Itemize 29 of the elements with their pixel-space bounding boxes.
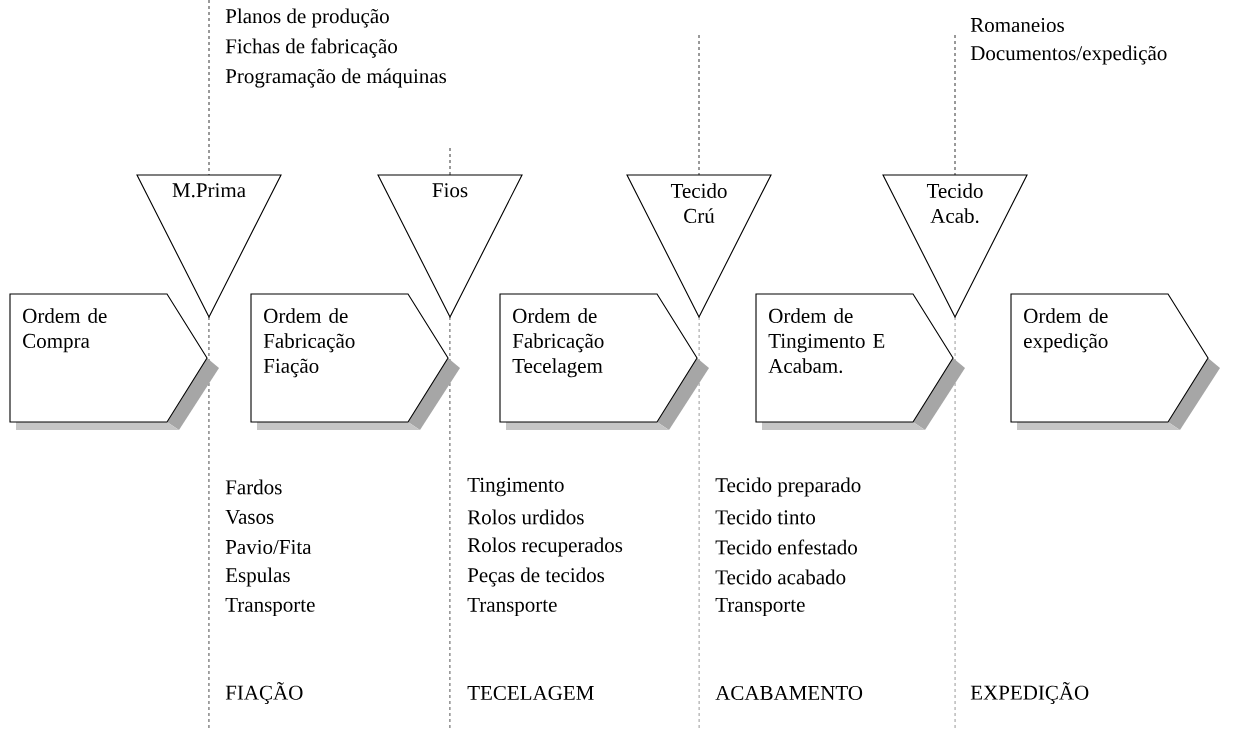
label: Rolos urdidos bbox=[467, 509, 584, 525]
label: Rolos recuperados bbox=[467, 537, 623, 557]
label: Romaneios bbox=[970, 17, 1064, 33]
chevron: Ordem de Tingimento E Acabam. bbox=[755, 293, 965, 430]
label: Peças de tecidos bbox=[467, 567, 605, 587]
label: Transporte bbox=[467, 597, 557, 617]
label: Tecido tinto bbox=[715, 509, 816, 525]
label: Tecido preparado bbox=[715, 477, 861, 497]
chevron: Ordem de Compra bbox=[9, 293, 219, 430]
label: Documentos/expedição bbox=[970, 45, 1167, 65]
label: Pavio/Fita bbox=[225, 539, 312, 555]
label: Fardos bbox=[225, 479, 282, 495]
label: Fichas de fabricação bbox=[225, 38, 397, 58]
label: Espulas bbox=[225, 567, 290, 587]
label: Transporte bbox=[715, 597, 805, 617]
label: FIAÇÃO bbox=[225, 682, 303, 705]
label: Planos de produção bbox=[225, 8, 389, 28]
label: Tecido enfestado bbox=[715, 539, 857, 555]
label: EXPEDIÇÃO bbox=[970, 682, 1089, 705]
chevron: Ordem de Fabricação Tecelagem bbox=[499, 293, 709, 430]
chevron: Ordem de Fabricação Fiação bbox=[250, 293, 460, 430]
label: Tingimento bbox=[467, 477, 564, 497]
chevron: Ordem de expedição bbox=[1010, 293, 1220, 430]
label: TECELAGEM bbox=[467, 685, 594, 701]
label: ACABAMENTO bbox=[715, 685, 863, 701]
label: Vasos bbox=[225, 509, 274, 525]
label: Transporte bbox=[225, 597, 315, 617]
label: Programação de máquinas bbox=[225, 68, 447, 88]
label: Tecido acabado bbox=[715, 569, 846, 585]
